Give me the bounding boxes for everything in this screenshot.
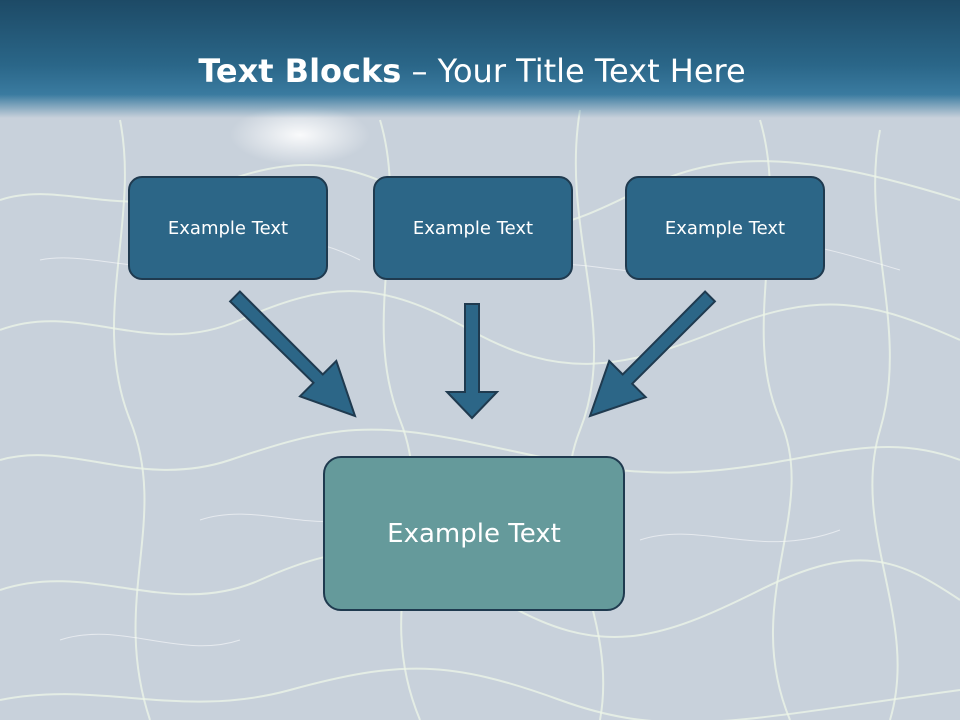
- text-block-2: Example Text: [373, 176, 573, 280]
- result-block-label: Example Text: [387, 518, 561, 549]
- slide-title: Text Blocks – Your Title Text Here: [0, 52, 944, 90]
- text-block-label: Example Text: [412, 217, 534, 239]
- text-block-label: Example Text: [664, 217, 786, 239]
- text-block-1: Example Text: [128, 176, 328, 280]
- arrow-down-icon: [444, 303, 500, 420]
- title-rest: – Your Title Text Here: [401, 52, 746, 90]
- arrow-down-left-icon: [588, 290, 717, 418]
- result-block: Example Text: [323, 456, 625, 611]
- title-bar: [0, 0, 960, 118]
- arrow-down-right-icon: [228, 290, 357, 418]
- text-block-label: Example Text: [167, 217, 289, 239]
- text-block-3: Example Text: [625, 176, 825, 280]
- title-bold: Text Blocks: [198, 52, 402, 90]
